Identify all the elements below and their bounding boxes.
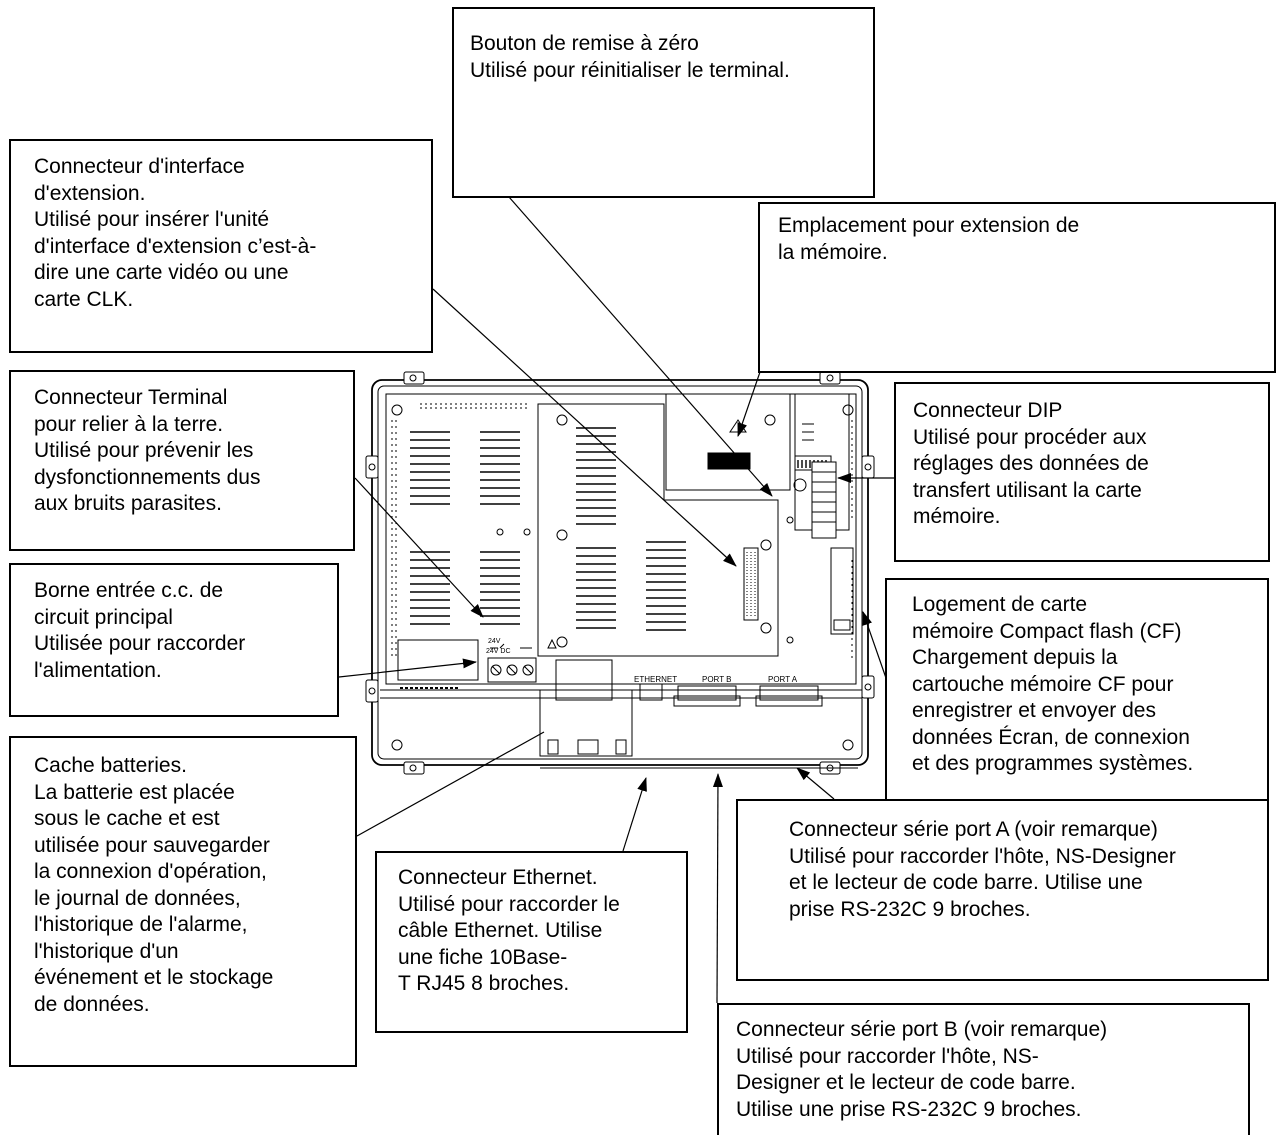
callout-line: Borne entrée c.c. de (34, 579, 224, 602)
expansion-board (537, 403, 779, 657)
vent-top-row (391, 403, 857, 660)
callout-line: sous le cache et est (34, 807, 220, 830)
callout-line: dire une carte vidéo ou une (34, 261, 289, 284)
callout-line: transfert utilisant la carte (913, 478, 1142, 502)
callout-line: Utilisé pour raccorder l'hôte, NS- (736, 1044, 1039, 1068)
reset-arrow (508, 196, 773, 497)
callout-line: d'interface d'extension c’est-à- (34, 234, 317, 258)
callout-line: et le lecteur de code barre. Utilise une (789, 871, 1143, 894)
port-a-arrow (796, 767, 835, 800)
callout-battery-cover: Cache batteries. La batterie est placée … (9, 736, 357, 1067)
callout-line: circuit principal (34, 605, 173, 629)
callout-line: Connecteur Terminal (34, 386, 228, 409)
callout-line: Connecteur Ethernet. (398, 866, 598, 889)
port-b-label: PORT B (702, 675, 732, 684)
callout-line: T RJ45 8 broches. (398, 972, 570, 995)
callout-line: Utilisée pour raccorder (34, 632, 246, 655)
callout-line: Connecteur DIP (913, 399, 1063, 422)
callout-line: Utilisé pour raccorder l'hôte, NS-Design… (789, 844, 1176, 868)
callout-ground-terminal: Connecteur Terminal pour relier à la ter… (9, 370, 355, 551)
callout-line: mémoire Compact flash (CF) (912, 619, 1182, 643)
callout-line: cartouche mémoire CF pour (912, 672, 1174, 696)
callout-line: La batterie est placée (34, 780, 235, 804)
callout-line: la mémoire. (778, 240, 888, 264)
memory-extension-slot (665, 393, 791, 491)
callout-line: mémoire. (913, 505, 1001, 528)
left-vent-blocks (410, 431, 520, 625)
callout-dip-switch: Connecteur DIP Utilisé pour procéder aux… (894, 382, 1270, 562)
extension-arrow (432, 288, 737, 567)
callout-line: Chargement depuis la (912, 646, 1118, 669)
callout-line: réglages des données de (913, 452, 1149, 475)
ethernet-port-label: ETHERNET (634, 675, 677, 684)
callout-line: Logement de carte (912, 593, 1088, 616)
callout-reset-button: Bouton de remise à zéro Utilisé pour réi… (452, 7, 875, 198)
callout-line: câble Ethernet. Utilise (398, 919, 603, 942)
screws (368, 374, 872, 772)
callout-line: dysfonctionnements dus (34, 465, 261, 489)
callout-line: utilisée pour sauvegarder (34, 833, 270, 857)
port-a-label: PORT A (768, 675, 798, 684)
callout-line: Utilise une prise RS-232C 9 broches. (736, 1097, 1082, 1121)
callout-line: l'historique d'un (34, 939, 179, 963)
callout-line: Cache batteries. (34, 754, 187, 777)
callout-dc-input: Borne entrée c.c. de circuit principal U… (9, 563, 339, 717)
dip-switch-area (793, 393, 854, 635)
ethernet-arrow (622, 777, 647, 852)
cf-arrow (862, 611, 887, 679)
callout-memory-extension: Emplacement pour extension de la mémoire… (758, 202, 1276, 373)
battery-line (356, 731, 545, 837)
port-b-arrow (712, 773, 723, 1004)
callout-line: Designer et le lecteur de code barre. (736, 1071, 1076, 1094)
callout-port-a: Connecteur série port A (voir remarque) … (736, 799, 1269, 981)
svg-text:24V: 24V (488, 638, 501, 645)
callout-line: d'extension. (34, 181, 146, 205)
callout-extension-interface: Connecteur d'interface d'extension. Util… (9, 139, 433, 353)
callout-line: aux bruits parasites. (34, 492, 222, 515)
port-connectors (639, 683, 823, 707)
callout-line: Connecteur d'interface (34, 155, 245, 178)
power-label: 24V DC (486, 648, 511, 655)
callout-line: prise RS-232C 9 broches. (789, 897, 1031, 921)
callout-line: carte CLK. (34, 287, 134, 311)
callout-line: le journal de données, (34, 886, 241, 910)
callout-line: de données. (34, 992, 150, 1016)
callout-cf-slot: Logement de carte mémoire Compact flash … (885, 578, 1269, 810)
callout-line: enregistrer et envoyer des (912, 699, 1156, 722)
dc-input-arrow (338, 658, 477, 678)
callout-line: une fiche 10Base- (398, 945, 568, 969)
callout-line: l'alimentation. (34, 658, 162, 682)
center-vents (576, 427, 686, 631)
ground-arrow (354, 477, 484, 618)
callout-line: Utilisé pour prévenir les (34, 439, 254, 462)
callout-line: la connexion d'opération, (34, 860, 267, 883)
callout-line: Utilisé pour procéder aux (913, 425, 1147, 449)
callout-line: pour relier à la terre. (34, 412, 224, 436)
callout-line: événement et le stockage (34, 966, 274, 989)
callout-line: Bouton de remise à zéro (470, 32, 699, 55)
callout-line: Emplacement pour extension de (778, 214, 1080, 237)
callout-line: Utilisé pour raccorder le (398, 892, 620, 916)
callout-line: et des programmes systèmes. (912, 752, 1194, 775)
callout-line: Utilisé pour insérer l'unité (34, 208, 270, 231)
callout-ethernet: Connecteur Ethernet. Utilisé pour raccor… (375, 851, 688, 1033)
callout-line: données Écran, de connexion (912, 725, 1190, 749)
power-terminal-block (397, 638, 557, 689)
callout-line: Utilisé pour réinitialiser le terminal. (470, 58, 790, 82)
callout-line: Connecteur série port B (voir remarque) (736, 1018, 1108, 1041)
callout-line: Connecteur série port A (voir remarque) (789, 818, 1158, 841)
callout-line: l'historique de l'alarme, (34, 913, 248, 936)
callout-port-b: Connecteur série port B (voir remarque) … (717, 1003, 1250, 1135)
terminal-rear-panel (371, 379, 869, 766)
